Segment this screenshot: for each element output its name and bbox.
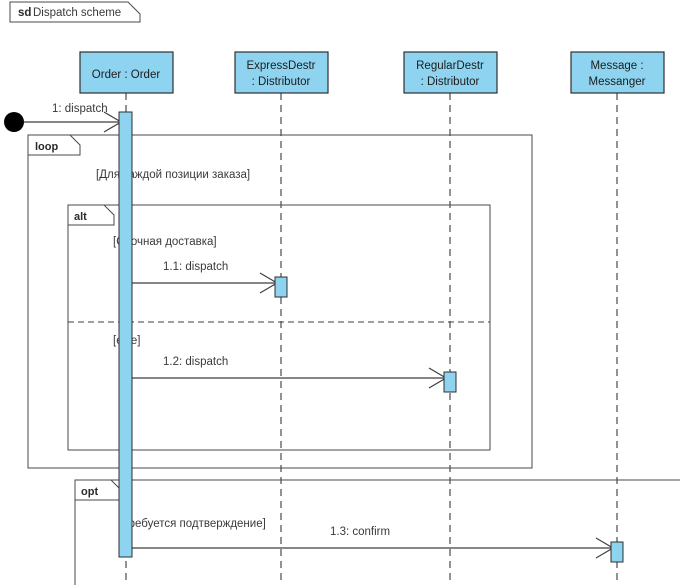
- activation-bar-order[interactable]: [118, 111, 133, 558]
- fragment-opt-box: [74, 479, 680, 585]
- frame-header-pentagon: [9, 1, 141, 23]
- lifeline-box-regular: [403, 51, 498, 94]
- lifeline-head-message[interactable]: Message : Messanger: [570, 51, 665, 94]
- activation-bar-message[interactable]: [610, 541, 624, 563]
- lifeline-box-express: [234, 51, 329, 94]
- lifeline-label-express-line2: : Distributor: [252, 76, 311, 88]
- message-1-dispatch[interactable]: 1: dispatch: [24, 103, 123, 133]
- fragment-loop[interactable]: loop [Для каждой позиции заказа]: [27, 134, 533, 469]
- start-node-icon: [4, 112, 24, 132]
- message-11-dispatch[interactable]: 1.1: dispatch: [132, 261, 279, 294]
- diagram-frame-header: sd Dispatch scheme: [9, 1, 141, 23]
- message-12-label: 1.2: dispatch: [163, 356, 228, 368]
- fragment-loop-operator-label: loop: [35, 141, 58, 153]
- message-1-label: 1: dispatch: [52, 103, 108, 115]
- lifeline-label-express-line1: ExpressDestr: [246, 60, 315, 72]
- lifeline-box-order: [79, 51, 174, 94]
- fragment-alt-operator-label: alt: [74, 211, 87, 223]
- message-11-label: 1.1: dispatch: [163, 261, 228, 273]
- fragment-alt[interactable]: alt [Срочная доставка] [else]: [67, 204, 491, 451]
- message-13-label: 1.3: confirm: [330, 526, 390, 538]
- lifeline-label-regular-line1: RegularDestr: [416, 60, 484, 72]
- lifeline-label-message-line2: Messanger: [589, 76, 646, 88]
- fragment-opt-guard: [Требуется подтверждение]: [119, 518, 266, 530]
- lifeline-label-message-line1: Message :: [590, 60, 643, 72]
- lifeline-label-order-line1: Order : Order: [92, 69, 161, 81]
- message-13-confirm[interactable]: 1.3: confirm: [132, 526, 615, 559]
- fragment-alt-operator-tag: [67, 204, 115, 226]
- lifeline-label-regular-line2: : Distributor: [421, 76, 480, 88]
- lifeline-box-message: [570, 51, 665, 94]
- frame-kind-keyword: sd: [18, 7, 31, 19]
- fragment-opt[interactable]: opt [Требуется подтверждение]: [74, 479, 680, 585]
- fragment-loop-operator-tag: [27, 134, 81, 156]
- activation-bars-group: [118, 111, 624, 563]
- activation-bar-regular[interactable]: [443, 371, 457, 393]
- fragment-opt-operator-label: opt: [81, 486, 98, 498]
- frame-title: Dispatch scheme: [33, 7, 121, 19]
- fragment-loop-box: [27, 134, 533, 469]
- fragment-loop-guard: [Для каждой позиции заказа]: [96, 169, 250, 181]
- lifeline-lines-group: [125, 93, 618, 585]
- message-12-dispatch[interactable]: 1.2: dispatch: [132, 356, 448, 389]
- lifeline-head-regular[interactable]: RegularDestr : Distributor: [403, 51, 498, 94]
- activation-bar-express[interactable]: [274, 276, 288, 298]
- lifeline-head-order[interactable]: Order : Order: [79, 51, 174, 94]
- fragment-alt-box: [67, 204, 491, 451]
- lifeline-head-express[interactable]: ExpressDestr : Distributor: [234, 51, 329, 94]
- fragment-alt-guard-1: [Срочная доставка]: [113, 236, 217, 248]
